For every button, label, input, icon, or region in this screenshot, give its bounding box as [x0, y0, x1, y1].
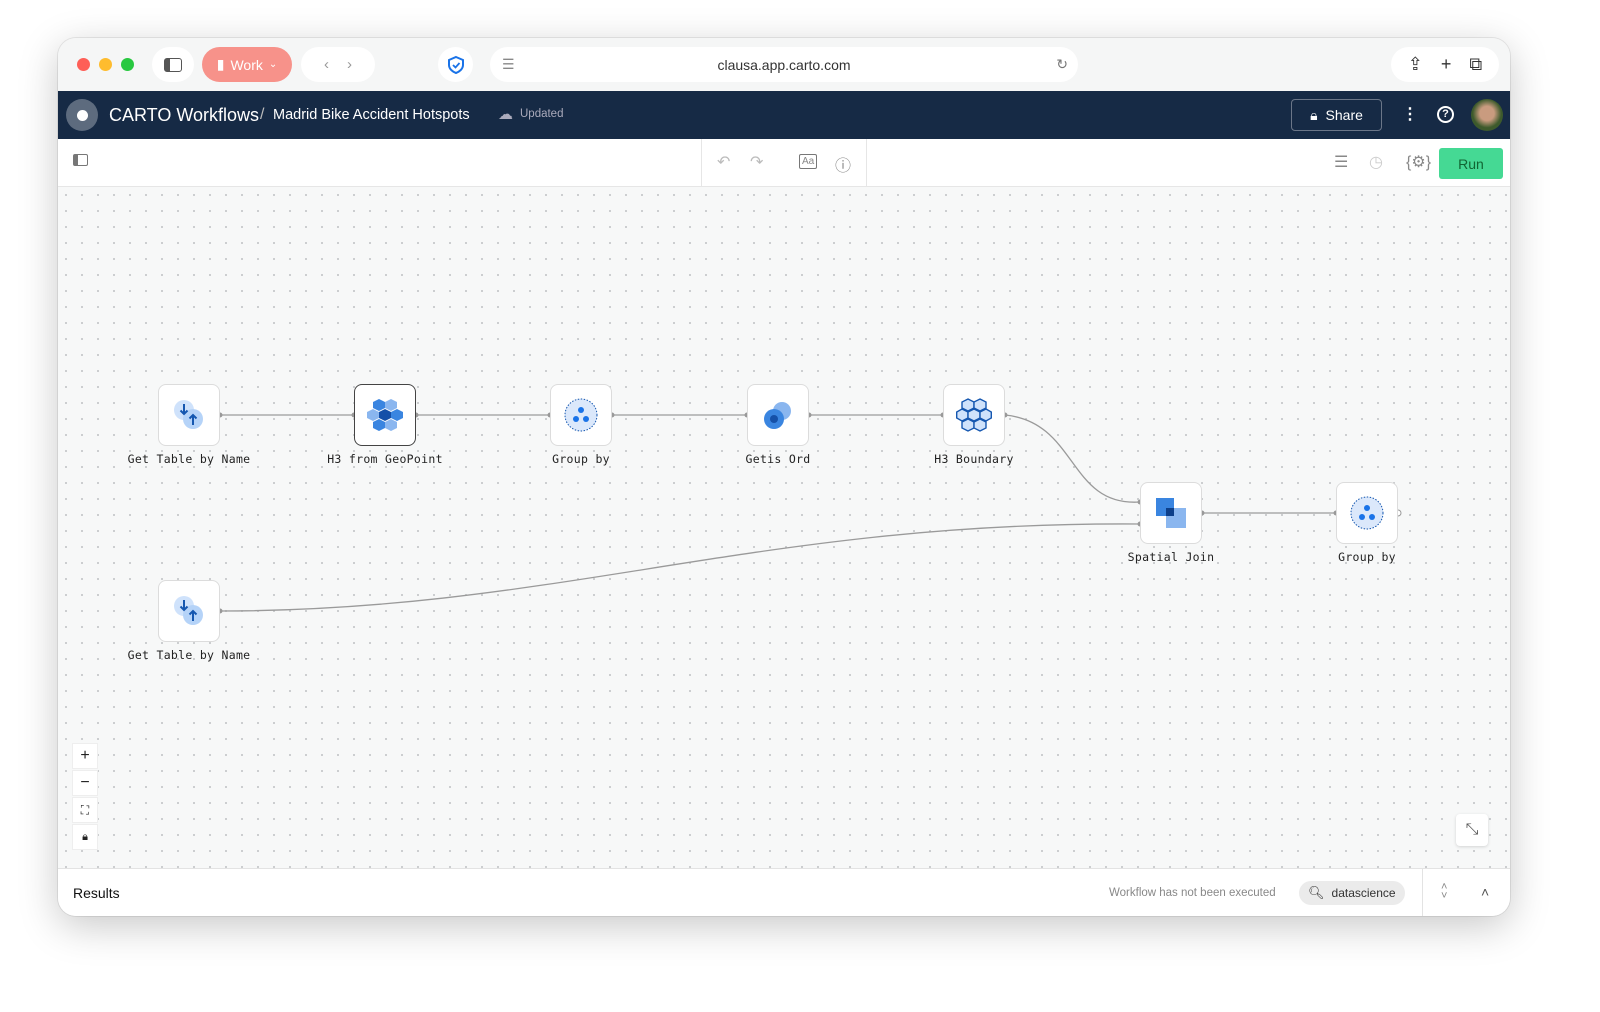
node-get-table-1[interactable] [158, 384, 220, 446]
execution-status: Workflow has not been executed [1109, 887, 1276, 899]
browser-chrome: ▮Work⌄ ‹› ☰clausa.app.carto.com↻ ⇪+⧉ [58, 38, 1510, 91]
node-group-by-2[interactable] [1336, 482, 1398, 544]
redo-icon[interactable]: ↷ [750, 154, 764, 171]
resize-panel-icon[interactable]: ˄˅ [1441, 881, 1448, 902]
variables-icon[interactable]: ☰ [1334, 154, 1349, 171]
save-status: Updated [520, 108, 564, 120]
chevron-up-icon[interactable]: ˄ [1481, 884, 1490, 900]
user-avatar[interactable] [1471, 99, 1503, 131]
profile-button[interactable]: ▮ Work ⌄ [202, 47, 292, 82]
bigquery-icon: 🔍︎ [1308, 885, 1325, 900]
zoom-in-button[interactable]: + [72, 743, 98, 769]
sidebar-toggle-button[interactable] [152, 47, 194, 82]
node-getis-ord[interactable] [747, 384, 809, 446]
edges-layer [217, 412, 1402, 614]
chevron-down-icon: ⌄ [268, 59, 278, 70]
lock-icon: 🔒︎ [82, 830, 88, 843]
expand-icon: ⤡ [1465, 821, 1479, 838]
app-header: CARTO Workflows / Madrid Bike Accident H… [58, 91, 1510, 139]
url-text: clausa.app.carto.com [717, 56, 851, 73]
more-menu-icon[interactable]: ⋮ [1402, 106, 1418, 123]
node-label: Spatial Join [1127, 550, 1215, 564]
workflow-canvas[interactable]: Get Table by Name H3 from GeoPoint Group… [58, 187, 1510, 868]
zoom-out-button[interactable]: − [72, 770, 98, 796]
node-label: Get Table by Name [127, 648, 251, 662]
expand-canvas-button[interactable]: ⤡ [1456, 814, 1488, 846]
browser-window: ▮Work⌄ ‹› ☰clausa.app.carto.com↻ ⇪+⧉ CAR… [58, 38, 1510, 916]
shield-icon [447, 55, 464, 74]
h3-hex-icon [367, 399, 403, 431]
results-divider [1422, 869, 1423, 916]
edge [219, 523, 1141, 612]
toolbar-center-group [701, 139, 867, 187]
schedule-icon[interactable]: ◷ [1369, 154, 1383, 171]
nav-buttons: ‹› [301, 47, 375, 82]
share-button[interactable]: 🔒︎ Share [1291, 99, 1382, 131]
forward-button[interactable]: › [347, 56, 352, 73]
minimize-window-button[interactable] [99, 58, 112, 71]
node-h3-boundary[interactable] [943, 384, 1005, 446]
workflow-name[interactable]: Madrid Bike Accident Hotspots [273, 107, 470, 123]
node-label: H3 from GeoPoint [327, 452, 443, 466]
code-settings-icon[interactable]: {⚙} [1406, 154, 1432, 171]
sidebar-icon [164, 57, 182, 72]
lock-icon: 🔒︎ [1310, 106, 1318, 123]
get-table-icon [174, 400, 203, 429]
fit-view-button[interactable]: ⛶ [72, 797, 98, 823]
info-icon[interactable]: ⓘ [835, 158, 852, 175]
breadcrumb-separator: / [260, 106, 265, 123]
node-label: Group by [552, 452, 610, 466]
address-bar[interactable]: ☰ clausa.app.carto.com ↻ [490, 47, 1078, 82]
new-tab-icon[interactable]: + [1440, 54, 1452, 74]
profile-label: Work [230, 56, 263, 73]
fit-view-icon: ⛶ [80, 802, 90, 817]
close-window-button[interactable] [77, 58, 90, 71]
help-icon[interactable]: ? [1437, 106, 1454, 123]
node-label: Getis Ord [745, 452, 811, 466]
spatial-join-icon [1156, 498, 1186, 528]
node-label: Group by [1338, 550, 1396, 564]
results-panel: Results Workflow has not been executed 🔍… [58, 868, 1510, 916]
node-h3-from-geopoint[interactable] [354, 384, 416, 446]
group-by-icon [1350, 496, 1384, 530]
text-note-icon[interactable]: Aa [799, 154, 818, 169]
h3-boundary-icon [956, 398, 992, 432]
node-get-table-2[interactable] [158, 580, 220, 642]
undo-icon[interactable]: ↶ [717, 154, 731, 171]
shield-extension-button[interactable] [438, 47, 473, 82]
edge [1004, 414, 1141, 503]
connection-name: datascience [1331, 886, 1396, 900]
carto-logo[interactable] [66, 99, 98, 131]
browser-actions: ⇪ + ⧉ [1391, 47, 1499, 82]
lock-canvas-button[interactable]: 🔒︎ [72, 824, 98, 850]
reload-icon[interactable]: ↻ [1056, 56, 1068, 72]
node-spatial-join[interactable] [1140, 482, 1202, 544]
tabs-overview-icon[interactable]: ⧉ [1469, 54, 1483, 74]
results-title: Results [73, 885, 120, 901]
maximize-window-button[interactable] [121, 58, 134, 71]
page-icon: ☰ [502, 56, 515, 72]
getis-ord-icon [764, 402, 791, 429]
group-by-icon [564, 398, 598, 432]
get-table-icon [174, 596, 203, 625]
share-label: Share [1325, 107, 1363, 123]
profile-icon: ▮ [216, 56, 225, 72]
node-label: Get Table by Name [127, 452, 251, 466]
node-group-by-1[interactable] [550, 384, 612, 446]
panel-toggle-icon[interactable] [73, 154, 88, 166]
connection-chip[interactable]: 🔍︎ datascience [1299, 881, 1405, 905]
cloud-icon: ☁ [498, 106, 513, 123]
back-button[interactable]: ‹ [324, 56, 329, 73]
app-title[interactable]: CARTO Workflows [109, 105, 260, 125]
workflow-toolbar: ↶ ↷ Aa ⓘ ☰ ◷ {⚙} Run [58, 139, 1510, 187]
node-label: H3 Boundary [934, 452, 1014, 466]
run-button[interactable]: Run [1439, 148, 1503, 179]
share-page-icon[interactable]: ⇪ [1407, 54, 1423, 74]
